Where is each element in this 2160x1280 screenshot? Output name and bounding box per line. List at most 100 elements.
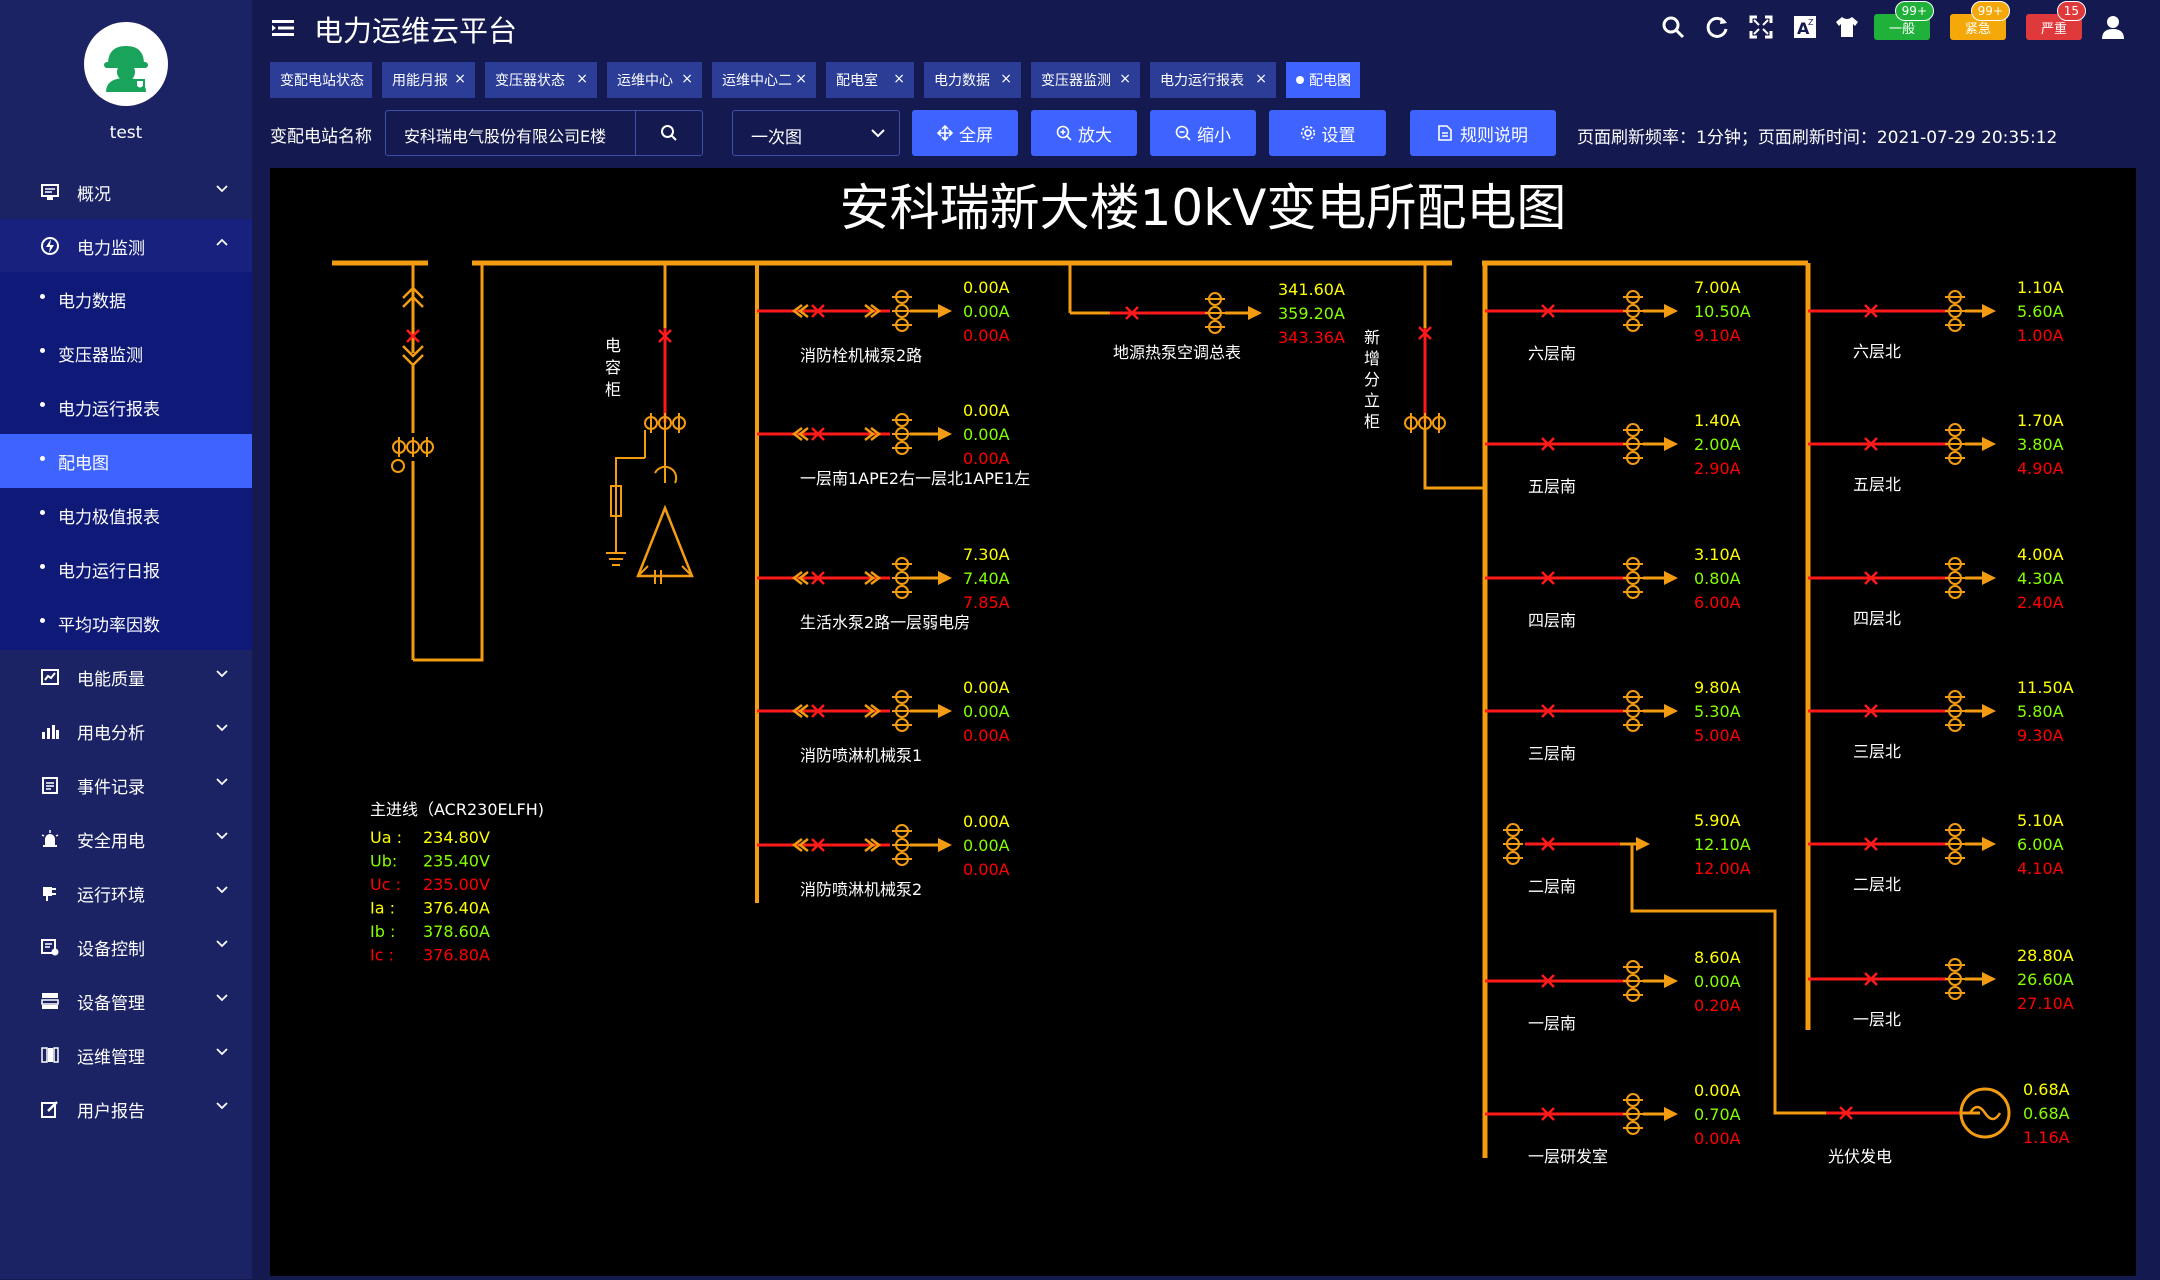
breaker-x-icon[interactable] [1541,1107,1555,1121]
close-icon[interactable]: × [454,71,466,87]
close-icon[interactable]: × [1119,71,1131,87]
north-feeder-ct-icon [1945,690,1965,732]
breaker-x-icon[interactable] [1541,837,1555,851]
sidebar-item-5[interactable]: 安全用电 [0,812,252,866]
username: test [109,123,143,143]
breaker-x-icon[interactable] [1541,571,1555,585]
tab-0[interactable]: 变配电站状态 [270,62,372,98]
fullscreen-button[interactable]: 全屏 [912,110,1018,156]
settings-button[interactable]: 设置 [1269,110,1386,156]
sidebar-item-4[interactable]: 事件记录 [0,758,252,812]
fullscreen-icon[interactable] [1748,14,1774,40]
search-icon[interactable] [1660,14,1686,40]
breaker-x-icon[interactable] [1864,972,1878,986]
breaker-x-icon[interactable] [811,571,825,585]
sidebar-item-10[interactable]: 用户报告 [0,1082,252,1136]
tab-4[interactable]: 运维中心二× [712,62,816,98]
tab-2[interactable]: 变压器状态× [485,62,597,98]
breaker-x-icon[interactable] [1864,704,1878,718]
breaker-x-icon[interactable] [1541,974,1555,988]
diagram-type-select[interactable]: 一次图 [732,110,900,156]
close-icon[interactable]: × [1000,71,1012,87]
refresh-icon[interactable] [1704,14,1730,40]
sidebar-item-6[interactable]: 运行环境 [0,866,252,920]
generator-icon[interactable] [1959,1087,2011,1139]
close-icon[interactable]: × [893,71,905,87]
sidebar-subitem-1[interactable]: 变压器监测 [0,326,252,380]
zoom-out-button[interactable]: 缩小 [1150,110,1256,156]
tab-6[interactable]: 电力数据× [924,62,1021,98]
sidebar-subitem-3[interactable]: 配电图 [0,434,252,488]
sidebar-item-0[interactable]: 概况 [0,165,252,219]
rules-button[interactable]: 规则说明 [1410,110,1556,156]
chevron-down-icon [216,886,228,894]
close-icon[interactable]: × [681,71,693,87]
svg-text:A: A [1797,19,1810,38]
north-feeder-3-phase-a: 11.50A [2017,678,2074,697]
breaker-x-icon[interactable] [1541,704,1555,718]
breaker-x-icon[interactable] [1125,306,1139,320]
close-icon[interactable]: × [576,71,588,87]
sidebar-item-7[interactable]: 设备控制 [0,920,252,974]
south-feeder-6-name: 一层研发室 [1528,1147,1608,1166]
station-input[interactable]: 安科瑞电气股份有限公司E楼 [385,110,637,156]
north-feeder-4-name: 二层北 [1853,875,1901,894]
breaker-x-icon[interactable] [811,704,825,718]
sidebar-subitem-5[interactable]: 电力运行日报 [0,542,252,596]
breaker-x-stroke [1864,972,1878,986]
user-profile-icon[interactable] [2100,14,2126,40]
breaker-x-icon[interactable] [1864,837,1878,851]
tab-label: 运维中心 [617,73,673,89]
sidebar-item-2[interactable]: 电能质量 [0,650,252,704]
breaker-x-icon[interactable] [1541,304,1555,318]
sidebar-subitem-6[interactable]: 平均功率因数 [0,596,252,650]
breaker-x-icon[interactable] [1864,571,1878,585]
breaker-x-icon[interactable] [811,427,825,441]
breaker-x-icon[interactable] [1864,304,1878,318]
breaker-x-icon[interactable] [811,838,825,852]
sidebar-item-label: 电力监测 [77,238,145,259]
close-icon[interactable]: × [1255,71,1267,87]
new-cabinet-breaker-x-icon[interactable] [1418,326,1432,340]
sidebar-item-9[interactable]: 运维管理 [0,1028,252,1082]
sidebar-subitem-2[interactable]: 电力运行报表 [0,380,252,434]
sidebar-subitem-0[interactable]: 电力数据 [0,272,252,326]
south-feeder-0-phase-c: 9.10A [1694,326,1741,345]
close-icon[interactable]: × [795,71,807,87]
sidebar-item-8[interactable]: 设备管理 [0,974,252,1028]
south-feeder-ct-icon [1623,690,1643,732]
zoom-in-button[interactable]: 放大 [1031,110,1137,156]
new-cabinet-label-char: 增 [1364,349,1380,368]
tab-1[interactable]: 用能月报× [382,62,475,98]
capacitor-breaker-x-icon[interactable] [658,329,672,343]
quality-icon [41,669,59,685]
tab-7[interactable]: 变压器监测× [1031,62,1140,98]
breaker-x-icon[interactable] [1541,437,1555,451]
feeder-in-plug-icon [791,571,809,585]
incoming-breaker-x-icon[interactable] [406,329,420,343]
south-feeder-5-phase-b: 0.00A [1694,972,1741,991]
main-line-value: 234.80V [423,828,490,847]
breaker-x-icon[interactable] [1864,437,1878,451]
feeder-arrow-icon [938,571,952,585]
close-icon[interactable]: × [1339,71,1351,87]
menu-fold-icon[interactable] [272,19,294,37]
font-size-icon[interactable]: AZ [1792,14,1818,40]
sidebar-subitem-4[interactable]: 电力极值报表 [0,488,252,542]
theme-shirt-icon[interactable] [1834,14,1860,40]
sidebar-item-1[interactable]: 电力监测 [0,219,252,273]
tab-3[interactable]: 运维中心 × [607,62,702,98]
tab-8[interactable]: 电力运行报表× [1150,62,1276,98]
tab-9[interactable]: 配电图× [1286,62,1360,98]
sidebar-subitem-label: 电力运行报表 [58,399,160,420]
station-search-button[interactable] [635,110,703,156]
tab-5[interactable]: 配电室× [826,62,914,98]
avatar[interactable] [84,22,168,106]
pv-breaker-x-icon[interactable] [1839,1106,1853,1120]
bullet-icon [40,564,45,569]
sidebar-item-3[interactable]: 用电分析 [0,704,252,758]
breaker-x-icon[interactable] [811,304,825,318]
